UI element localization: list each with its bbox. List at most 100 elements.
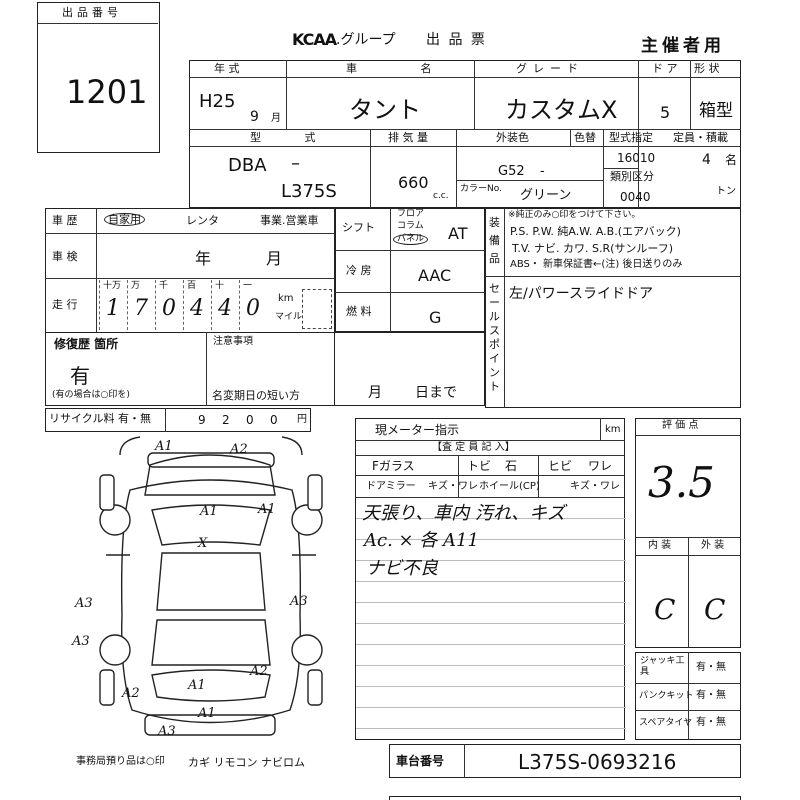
cc-unit: c.c.	[433, 191, 449, 201]
history-business: 事業.営業車	[260, 214, 319, 227]
inspector-notes-area	[356, 498, 626, 738]
month-unit: 月	[271, 113, 281, 124]
damage-mark: A3	[74, 596, 93, 611]
meter-unit: km	[605, 424, 621, 435]
history-private: 自家用	[104, 213, 145, 226]
fglass-crack: ヒビ	[548, 459, 573, 473]
sales-point-label: セールスポイント	[489, 282, 500, 393]
exterior-label: 外 装	[701, 540, 725, 551]
odometer-digit: 0	[162, 296, 176, 321]
sheet-title: 出 品 票	[426, 32, 487, 48]
fuel-value: G	[429, 308, 442, 327]
name-change-month: 月	[368, 385, 382, 401]
odometer-digit: 0	[246, 296, 260, 321]
shift-floor: フロア	[397, 209, 425, 219]
chassis-block	[389, 744, 741, 778]
repair-block	[45, 332, 485, 406]
model-designation: 16010	[617, 151, 656, 165]
equipment-line2: T.V. ナビ. カワ. S.R(サンルーフ)	[512, 242, 674, 255]
tool-jack-value: 有・無	[696, 662, 726, 673]
header-body-type: 形 状	[694, 62, 720, 75]
fglass-break: ワレ	[588, 459, 613, 473]
inspector-note-1: 天張り、車内 汚れ、キズ	[362, 503, 566, 524]
tool-jack-label: ジャッキ工具	[640, 656, 685, 677]
odometer-unit: 百	[187, 281, 197, 291]
recycle-yen: 円	[297, 414, 307, 425]
bottom-edge-block	[389, 796, 741, 800]
model-prefix: DBA	[228, 155, 267, 176]
repair-label: 修復歴 箇所	[54, 337, 119, 351]
damage-mark: A1	[187, 678, 206, 693]
repair-note: (有の場合は○印を)	[52, 390, 130, 400]
recycle-block	[45, 408, 311, 432]
equipment-block	[485, 208, 741, 408]
header-year: 年 式	[214, 62, 240, 75]
odometer-digit: 4	[190, 296, 204, 321]
recycle-label: リサイクル料 有・無	[49, 412, 151, 425]
category-number: 0040	[620, 190, 651, 204]
equipment-line1: P.S. P.W. 純A.W. A.B.(エアバック)	[510, 225, 681, 238]
exterior-grade: C	[704, 593, 726, 626]
ac-value: AAC	[418, 266, 452, 285]
shift-column: コラム	[397, 221, 424, 231]
interior-label: 内 装	[648, 540, 672, 551]
header-grade: グレード	[516, 62, 584, 75]
odometer-unit: 一	[243, 281, 253, 291]
header-ext-color: 外装色	[496, 131, 529, 144]
car-name: タント	[349, 96, 421, 124]
odometer-digit: 1	[106, 296, 120, 321]
meter-label: 現メーター指示	[375, 423, 460, 437]
inspector-title: 【査 定 員 記 入】	[432, 442, 515, 453]
name-change-label: 名変期日の短い方	[212, 389, 300, 402]
displacement: 660	[398, 173, 429, 192]
repair-value: 有	[70, 364, 90, 388]
tool-spare-label: スペアタイヤ	[639, 718, 693, 728]
office-items: カギ リモコン ナビロム	[188, 756, 305, 769]
damage-mark: A1	[197, 706, 216, 721]
odometer-unit: 万	[131, 281, 141, 291]
damage-mark: A2	[229, 442, 248, 457]
lot-number-label: 出品番号	[62, 6, 122, 19]
organizer-label: 主催者用	[641, 36, 725, 56]
damage-mark: X	[197, 536, 208, 551]
brand-logo: KCAA	[292, 30, 337, 49]
shaken-month: 月	[266, 249, 283, 268]
shift-label: シフト	[342, 221, 375, 234]
color-code: G52	[498, 164, 525, 179]
mile-unit: マイル	[275, 312, 303, 322]
inspector-note-3: ナビ不良	[366, 558, 438, 579]
header-doors: ド ア	[652, 62, 678, 75]
category-label: 類別区分	[610, 170, 654, 183]
damage-mark: A1	[199, 504, 218, 519]
main-table	[189, 60, 741, 208]
shaken-year: 年	[195, 249, 212, 268]
equipment-line3: ABS・ 新車保証書←(注) 後日送りのみ	[510, 259, 683, 270]
car-grade: カスタムX	[505, 96, 618, 124]
chassis-label: 車台番号	[396, 754, 445, 768]
odometer-digit: 4	[218, 296, 232, 321]
equipment-label: 装備品	[489, 216, 500, 265]
header-model: 型 式	[250, 131, 336, 144]
inspector-note-2: Ac. × 各 A11	[364, 530, 479, 551]
tool-puncture-value: 有・無	[696, 690, 726, 701]
header-model-designation: 型式指定	[609, 131, 653, 144]
km-unit: km	[278, 293, 294, 304]
spec-block	[335, 208, 485, 332]
header-name: 車 名	[346, 62, 462, 75]
notice-label: 注意事項	[213, 336, 253, 347]
color-dash: -	[540, 164, 545, 179]
damage-mark: A2	[249, 664, 268, 679]
mile-box	[302, 289, 332, 329]
tool-spare-value: 有・無	[696, 717, 726, 728]
header-color-change: 色替	[574, 131, 596, 144]
interior-grade: C	[654, 593, 676, 626]
door-count: 5	[660, 103, 671, 122]
equipment-note: ※純正のみ○印をつけて下さい。	[508, 210, 641, 220]
fuel-label: 燃 料	[346, 305, 372, 318]
